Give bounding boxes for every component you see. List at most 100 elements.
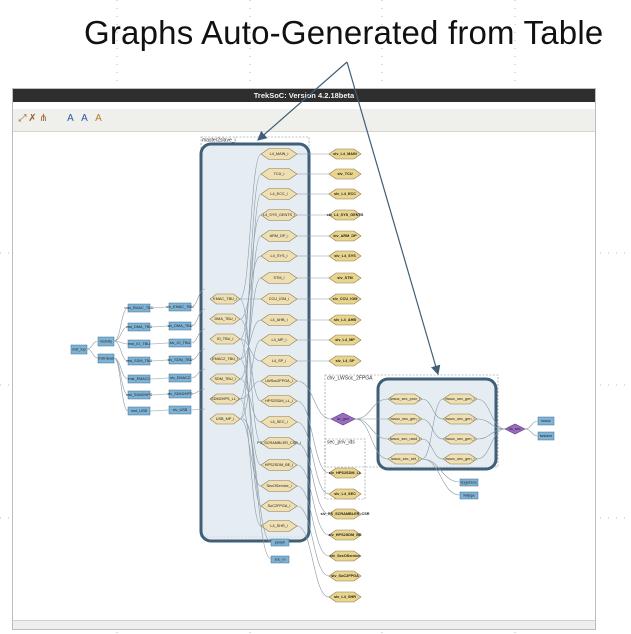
edge-in-4 xyxy=(190,368,206,379)
edge-fan-0 xyxy=(239,153,262,300)
slide-headline: Graphs Auto-Generated from Table xyxy=(84,14,604,51)
edge-mid-5 xyxy=(113,357,129,396)
edge-sink-l-0 xyxy=(296,400,330,474)
node-mst_IO_TBU-label: mst_IO_TBU xyxy=(128,342,150,346)
node-slv_STM-label: slv_STM xyxy=(337,276,352,280)
node-mstrdeas xyxy=(97,353,115,364)
node-slv_PS_SCRAMBLER_CSR-label: slv_PS_SCRAMBLER_CSR xyxy=(321,512,370,516)
edge-fan-1 xyxy=(239,173,262,360)
node-SoC2FPGA_i-label: SoC2FPGA_i xyxy=(268,504,291,508)
edge-out-4 xyxy=(149,377,170,380)
text-icon[interactable]: A xyxy=(95,113,102,124)
node-L4_AHB_i-label: L4_AHB_i xyxy=(270,318,287,322)
edge-rl-3 xyxy=(354,418,389,460)
node-slv_L4_SP-label: slv_L4_SP xyxy=(336,359,355,363)
graph-canvas[interactable]: master2slave_i chv_LWSoc_2FPGA sec_priv_id… xyxy=(13,89,595,619)
node-slv_L4_SHR-label: slv_L4_SHR xyxy=(334,595,356,599)
node-right-l-3-label: lwsoc_sec_strt_i xyxy=(391,457,419,461)
node-mst_top-label: mst_top xyxy=(72,348,86,352)
node-fpga2soc-label: fpga2soc xyxy=(461,481,477,485)
node-slv_L4_AHB-label: slv_L4_AHB xyxy=(334,318,356,322)
edge-bb-2 xyxy=(421,458,461,496)
edge-src-2 xyxy=(86,348,99,359)
node-mst_USB-label: mst_USB xyxy=(131,409,148,413)
node-slv_DMA_TBU-label: slv_DMA_TBU xyxy=(168,324,193,328)
edge-out-2 xyxy=(149,342,170,345)
edge-in-1 xyxy=(190,308,206,327)
group-label-lwsoc: chv_LWSoc_2FPGA xyxy=(327,375,373,381)
node-L4_SEC_i-label: L4_SEC_i xyxy=(270,420,287,424)
group-label-sec-priv: sec_priv_ids xyxy=(327,439,355,445)
node-EMAC2_TBU_i xyxy=(209,353,241,365)
pin-icon[interactable]: ✗ xyxy=(28,113,37,124)
group-label-master2slave: master2slave_i xyxy=(202,137,236,143)
edge-rr-2 xyxy=(421,438,444,460)
edge-bb-4 xyxy=(242,418,272,560)
zoom-fit-icon[interactable]: ⤢ xyxy=(18,113,27,124)
node-EMAC2_TBU_i-label: EMAC2_TBU_i xyxy=(212,357,238,361)
node-slv_L4_SYS_GENTS-label: slv_L4_SYS_GENTS xyxy=(327,213,364,217)
edge-fan-16 xyxy=(239,418,262,487)
node-L4_SHR_i-label: L4_SHR_i xyxy=(270,524,287,528)
edge-fan-17 xyxy=(239,338,262,507)
node-slv_EMAC_TBU-label: slv_EMAC_TBU xyxy=(166,305,194,309)
node-HPS2SDM_BE_i-label: HPS2SDM_BE_i xyxy=(265,463,294,467)
edge-rd-1 xyxy=(476,418,506,430)
edge-fan-15 xyxy=(239,358,262,466)
edge-out-1 xyxy=(149,325,170,328)
node-L4_SYS_GENTS_i-label: L4_SYS_GENTS_i xyxy=(263,213,295,217)
edge-sink-l-1 xyxy=(296,421,330,495)
node-mst_SDM_TBU-label: mst_SDM_TBU xyxy=(126,359,153,363)
node-right-r-2-label: lwsoc_sec_gen_i xyxy=(446,437,475,441)
node-EMAC_TBU_i xyxy=(209,293,241,305)
edge-sink-l-3 xyxy=(296,464,330,536)
node-periph xyxy=(270,538,290,547)
edge-end-2 xyxy=(524,428,539,437)
node-slv_L4_MP-label: slv_L4_MP xyxy=(335,338,355,342)
node-slv_L4_ECC-label: slv_L4_ECC xyxy=(334,192,356,196)
edge-fan-12 xyxy=(239,318,262,402)
node-slv_EMAC2-label: slv_EMAC2 xyxy=(170,376,190,380)
node-L4_SYS_i-label: L4_SYS_i xyxy=(271,254,288,258)
node-DMA_TBU_i-label: DMA_TBU_i xyxy=(214,317,235,321)
edge-mid-6 xyxy=(113,357,129,412)
node-SDM_TBU_i-label: SDM_TBU_i xyxy=(214,377,235,381)
node-SDM2HPS_LL_i xyxy=(209,393,241,405)
edge-fan-18 xyxy=(239,398,262,527)
node-right-r-3 xyxy=(442,453,478,465)
edge-fan-9 xyxy=(239,339,262,420)
edge-sink-l-5 xyxy=(296,505,330,577)
node-TCU_i-label: TCU_i xyxy=(274,172,285,176)
node-slv_SoC2FPGA-label: slv_SoC2FPGA xyxy=(331,574,359,578)
edge-fan-3 xyxy=(239,214,262,340)
node-soc_io xyxy=(270,555,290,564)
node-right-r-3-label: lwsoc_sec_gen_i xyxy=(446,457,475,461)
node-mst_EMAC_TBU-label: mst_EMAC_TBU xyxy=(125,306,154,310)
node-slv_USB-label: slv_USB xyxy=(173,408,188,412)
node-slv_IO_TBU-label: slv_IO_TBU xyxy=(170,341,191,345)
font-decrease-icon[interactable]: A xyxy=(67,113,74,124)
edge-to-diamond xyxy=(296,380,332,420)
node-right-r-1-label: lwsoc_sec_gen_i xyxy=(446,417,475,421)
edge-fan-10 xyxy=(239,338,262,362)
node-slv_SecOService-label: slv_SecOService xyxy=(330,554,361,558)
node-right-l-0-label: lwsoc_sec_prox_i xyxy=(390,397,420,401)
node-STM_i-label: STM_i xyxy=(274,276,285,280)
edge-sink-l-2 xyxy=(296,442,330,515)
node-right-l-1-label: lwsoc_sec_gen_i xyxy=(391,417,420,421)
edge-fan-5 xyxy=(239,255,262,320)
edge-src-1 xyxy=(86,340,99,350)
tree-icon[interactable]: ⋔ xyxy=(39,113,48,124)
edge-in-2 xyxy=(190,328,206,344)
node-L4_MP_i-label: L4_MP_i xyxy=(272,338,287,342)
node-slv_SDM2HPS-label: slv_SDM2HPS xyxy=(167,392,193,396)
node-right-r-0-label: lwsoc_sec_gen_i xyxy=(446,397,475,401)
node-IO_TBU_i xyxy=(209,333,241,345)
node-right-r-2 xyxy=(442,433,478,445)
node-slv_TCU-label: slv_TCU xyxy=(337,172,352,176)
font-increase-icon[interactable]: A xyxy=(81,113,88,124)
node-lwfpga xyxy=(459,491,479,500)
node-mstrdly xyxy=(97,336,115,347)
edge-rd-3 xyxy=(476,428,506,460)
node-HPS2SDM_LL_i-label: HPS2SDM_LL_i xyxy=(265,399,293,403)
